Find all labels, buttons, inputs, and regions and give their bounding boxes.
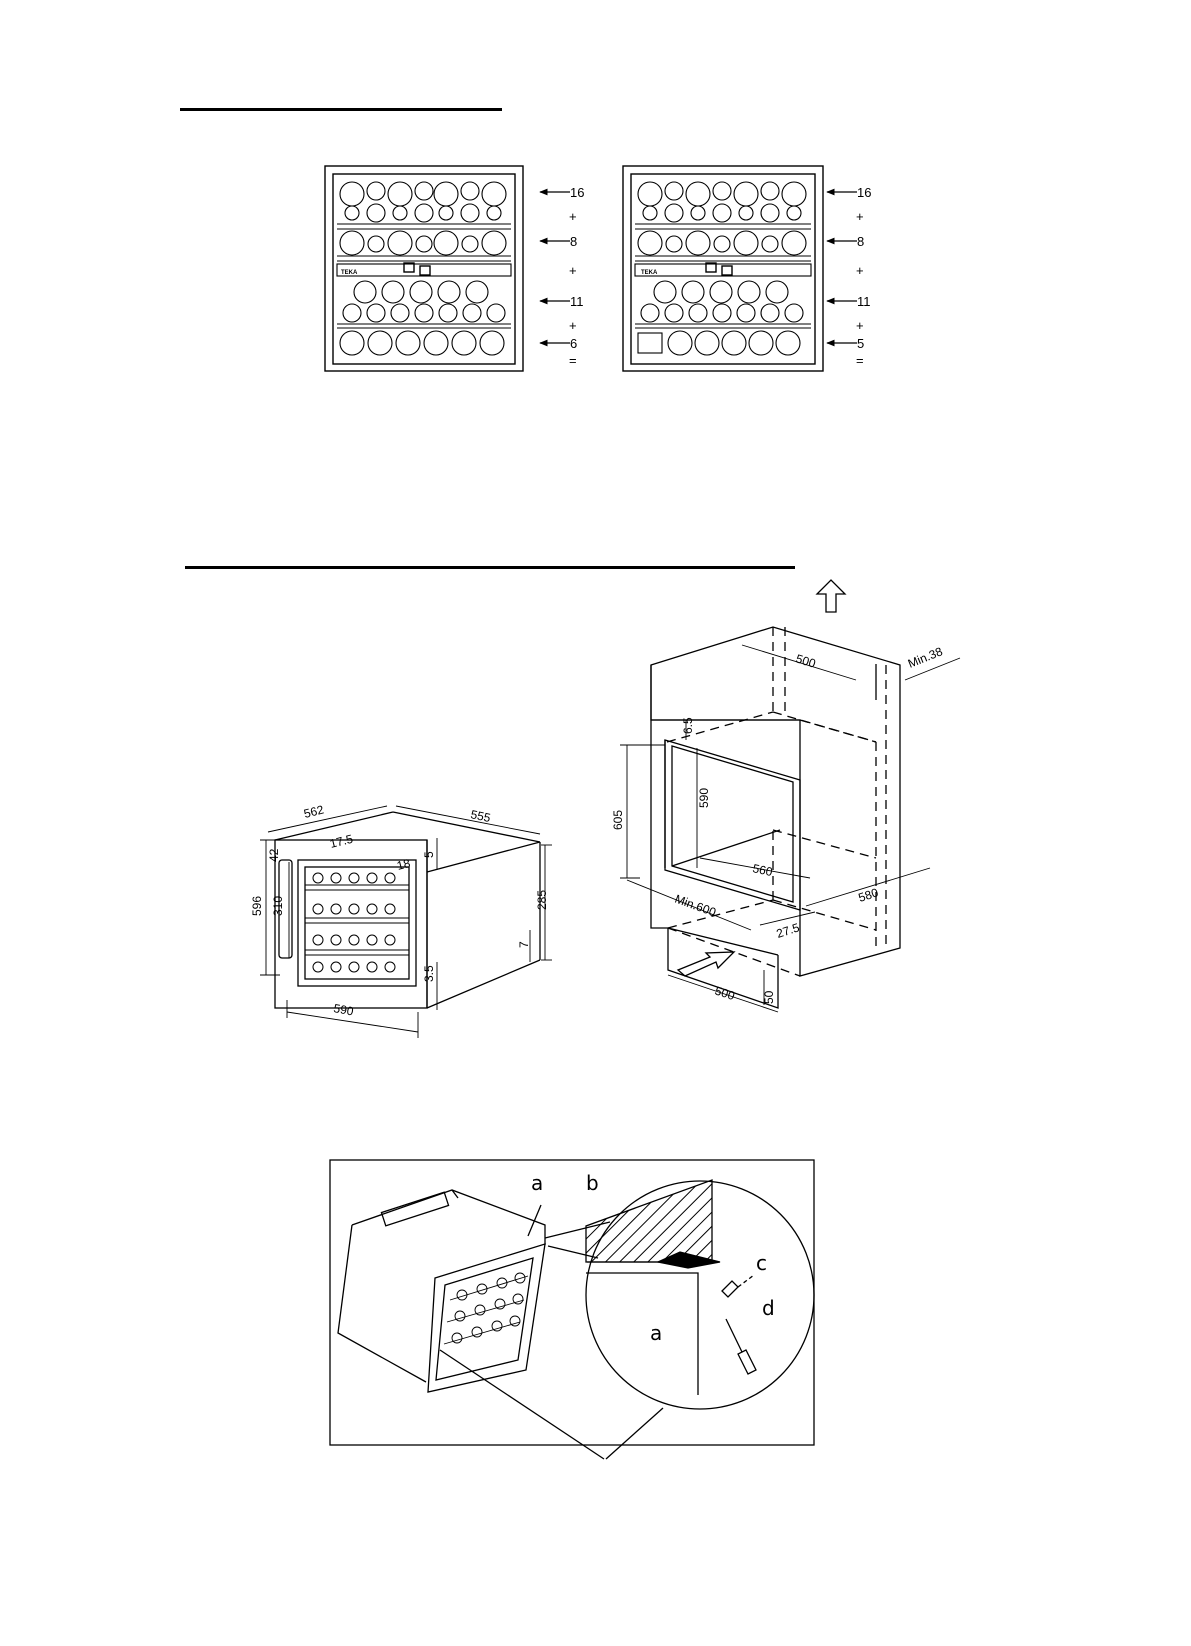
count-top-left: 16 (570, 185, 584, 200)
dim-285: 285 (535, 890, 549, 910)
plus-sign: + (856, 209, 864, 224)
plus-sign: + (856, 318, 864, 333)
capacity-arrows-right (827, 192, 857, 343)
dim-605: 605 (611, 810, 625, 830)
count-upper-left: 8 (570, 234, 577, 249)
dim-555: 555 (469, 807, 492, 825)
dim-17-5: 17.5 (328, 832, 354, 851)
plus-sign: + (856, 263, 864, 278)
dim-500-top: 500 (794, 651, 818, 670)
dim-5: 5 (422, 851, 436, 858)
wine-cabinet-right (623, 166, 823, 371)
fixing-detail-panel (330, 1160, 814, 1459)
count-middle-left: 11 (570, 294, 584, 309)
dim-310: 310 (271, 896, 285, 916)
dim-7: 7 (517, 941, 531, 948)
count-upper-right: 8 (857, 234, 864, 249)
label-a-bottom: a (650, 1321, 662, 1345)
appliance-dimension-drawing (260, 806, 552, 1038)
count-bottom-right: 5 (857, 336, 864, 351)
count-top-right: 16 (857, 185, 871, 200)
dim-27-5: 27.5 (775, 920, 802, 941)
brand-logo-left: TEKA (341, 270, 358, 276)
equals-sign: = (856, 353, 864, 368)
dim-562: 562 (302, 802, 325, 821)
count-middle-right: 11 (857, 294, 871, 309)
dim-596: 596 (250, 896, 264, 916)
count-bottom-left: 6 (570, 336, 577, 351)
dim-580: 580 (857, 885, 881, 905)
label-b: b (586, 1171, 599, 1195)
dim-min-600: Min.600 (673, 892, 718, 920)
dim-590-niche: 590 (697, 788, 711, 808)
dim-500-bottom: 500 (713, 984, 737, 1004)
plus-sign: + (569, 318, 577, 333)
dim-42: 42 (267, 848, 281, 862)
niche-installation-drawing (620, 580, 960, 1012)
brand-logo-right: TEKA (641, 270, 658, 276)
equals-sign: = (569, 353, 577, 368)
bottle-rows-right (635, 182, 811, 355)
plus-sign: + (569, 209, 577, 224)
dim-3-5: 3.5 (422, 965, 436, 982)
wine-cabinet-left (325, 166, 523, 371)
label-c: c (756, 1251, 767, 1275)
dim-6-5: 6.5 (681, 717, 695, 734)
dim-560: 560 (751, 861, 774, 879)
bottle-rows-left (337, 182, 511, 355)
dim-50: 50 (762, 990, 776, 1004)
label-d: d (762, 1296, 775, 1320)
label-a-top: a (531, 1171, 543, 1195)
capacity-arrows-left (540, 192, 570, 343)
plus-sign: + (569, 263, 577, 278)
dim-590-width: 590 (332, 1001, 354, 1018)
